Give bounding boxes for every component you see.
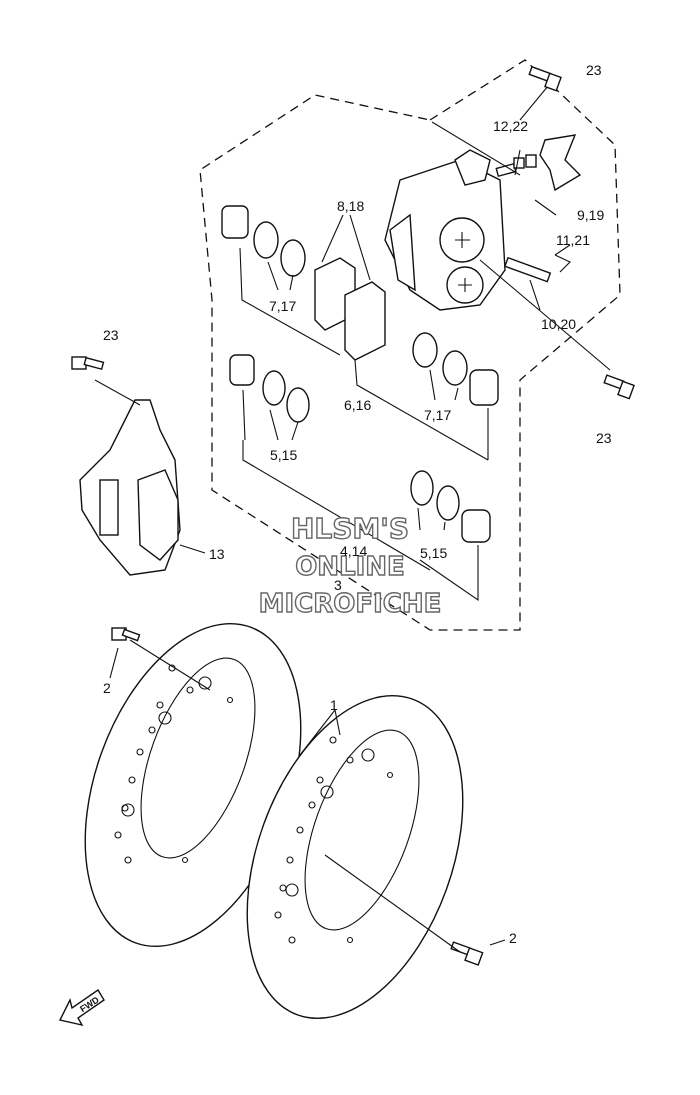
callout-4-14: 4,14 (340, 543, 367, 559)
callout-8-18: 8,18 (337, 198, 364, 214)
callout-9-19: 9,19 (577, 207, 604, 223)
bolt-23-left[interactable] (71, 356, 105, 371)
piston-top-left[interactable] (221, 205, 249, 239)
brake-pad-2[interactable] (344, 281, 386, 361)
callout-13: 13 (209, 546, 225, 562)
svg-text:MICROFICHE: MICROFICHE (259, 589, 442, 619)
piston-mid-left[interactable] (229, 354, 255, 386)
bolt-23-top[interactable] (528, 65, 562, 92)
callout-2-left: 2 (103, 680, 111, 696)
pin-clip[interactable] (554, 254, 571, 273)
seal-low-1[interactable] (410, 470, 434, 506)
callout-5-15-mid: 5,15 (270, 447, 297, 463)
disc-leader-lines (109, 639, 506, 953)
callout-2-right: 2 (509, 930, 517, 946)
pad-pin[interactable] (504, 256, 552, 283)
callout-11-21: 11,21 (556, 232, 590, 248)
seal-top-2[interactable] (280, 239, 306, 277)
callout-7-17-top: 7,17 (269, 298, 296, 314)
piston-low-right[interactable] (461, 509, 491, 543)
disc-bolt-2-right[interactable] (450, 941, 484, 966)
left-caliper[interactable] (79, 379, 206, 576)
callout-5-15-low: 5,15 (420, 545, 447, 561)
callout-23-left: 23 (103, 327, 119, 343)
callout-10-20: 10,20 (541, 316, 576, 332)
callout-1: 1 (330, 697, 338, 713)
callout-12-22: 12,22 (493, 118, 528, 134)
fwd-arrow-icon: FWD (58, 988, 105, 1027)
svg-text:ONLINE: ONLINE (295, 552, 405, 582)
seal-mid-2[interactable] (286, 387, 310, 423)
piston-mid-right[interactable] (469, 369, 499, 406)
seal-low-2[interactable] (436, 485, 460, 521)
pad-spring[interactable] (539, 134, 582, 192)
seal-mid-3[interactable] (412, 332, 438, 368)
caliper-assembly-boundary (199, 59, 621, 631)
brake-disc-left[interactable] (44, 594, 341, 976)
seal-mid-1[interactable] (262, 370, 286, 406)
disc-bolt-2-left[interactable] (111, 627, 141, 642)
seal-mid-4[interactable] (442, 350, 468, 386)
seal-top-1[interactable] (253, 221, 279, 259)
leader-lines (239, 79, 611, 602)
callout-23-right: 23 (596, 430, 612, 446)
brake-disc-right[interactable] (206, 666, 503, 1048)
callout-3: 3 (334, 577, 342, 593)
callout-7-17-right: 7,17 (424, 407, 451, 423)
callout-23-top: 23 (586, 62, 602, 78)
right-caliper-body[interactable] (384, 149, 506, 311)
callout-6-16: 6,16 (344, 397, 371, 413)
bolt-23-right[interactable] (603, 374, 635, 400)
watermark: HLSM'S ONLINE MICROFICHE (258, 511, 442, 619)
svg-text:HLSM'S: HLSM'S (291, 512, 409, 545)
